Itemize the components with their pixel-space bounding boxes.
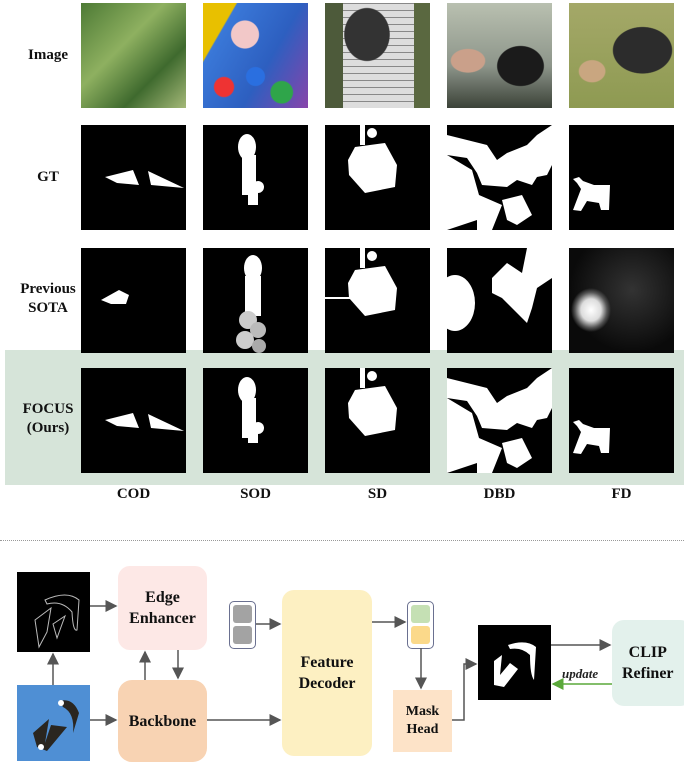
mask-gt-sd (325, 125, 430, 230)
label-text: Decoder (298, 675, 356, 692)
output-tokens (407, 601, 434, 649)
label-text: Image (28, 47, 68, 63)
mask-gt-sod (203, 125, 308, 230)
clip-refiner-block: CLIP Refiner (612, 620, 684, 706)
mask-focus-dbd (447, 368, 552, 473)
row-label-gt: GT (8, 168, 88, 187)
backbone-block: Backbone (118, 680, 207, 762)
predicted-mask-image (478, 625, 551, 700)
label-text: Backbone (128, 712, 197, 730)
mask-gt-fd (569, 125, 674, 230)
token (411, 626, 430, 644)
mask-focus-cod (81, 368, 186, 473)
label-text: Head (406, 722, 439, 737)
mask-focus-fd (569, 368, 674, 473)
row-label-focus: FOCUS (Ours) (8, 400, 88, 438)
mask-prev-dbd (447, 248, 552, 353)
image-sod (203, 3, 308, 108)
column-label-cod: COD (116, 486, 151, 502)
mask-prev-sd (325, 248, 430, 353)
label-text: FOCUS (22, 401, 74, 417)
label-text: GT (37, 169, 59, 185)
column-label-sd: SD (367, 486, 388, 502)
label-text: Mask (405, 704, 440, 719)
token (233, 626, 252, 644)
label-text: (Ours) (26, 420, 70, 436)
mask-gt-cod (81, 125, 186, 230)
column-label-fd: FD (611, 486, 632, 502)
input-tokens (229, 601, 256, 649)
label-text: Enhancer (129, 610, 196, 627)
mask-prev-cod (81, 248, 186, 353)
row-label-image: Image (8, 46, 88, 65)
mask-focus-sd (325, 368, 430, 473)
input-bird-image (17, 685, 90, 761)
update-label: update (562, 666, 599, 681)
image-sd (325, 3, 430, 108)
arrow (452, 658, 478, 721)
label-text: SOTA (28, 300, 68, 316)
mask-prev-sod (203, 248, 308, 353)
label-text: Refiner (622, 665, 674, 682)
token (233, 605, 252, 623)
mask-focus-sod (203, 368, 308, 473)
label-text: Previous (20, 281, 76, 297)
column-label-sod: SOD (240, 486, 271, 502)
label-text: CLIP (628, 644, 667, 661)
token (411, 605, 430, 623)
column-label-dbd: DBD (483, 486, 516, 502)
image-dbd (447, 3, 552, 108)
divider (0, 540, 684, 541)
edge-map-image (17, 572, 90, 652)
label-text: Feature (300, 654, 354, 671)
label-text: Edge (145, 589, 180, 606)
image-fd (569, 3, 674, 108)
mask-gt-dbd (447, 125, 552, 230)
mask-prev-fd (569, 248, 674, 353)
image-cod (81, 3, 186, 108)
